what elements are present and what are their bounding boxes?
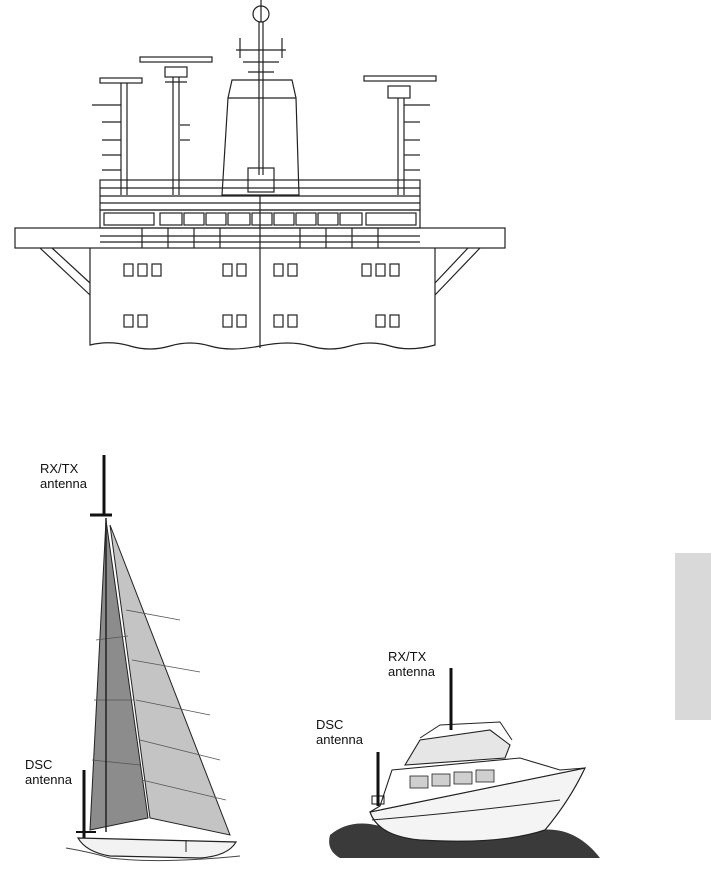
- sailboat-rxtx-label: RX/TX antenna: [40, 461, 87, 491]
- ship-left-radar-mast: [140, 57, 212, 195]
- sailboat-hull: [78, 838, 236, 858]
- side-tab: [675, 553, 711, 720]
- motorboat-rxtx-label: RX/TX antenna: [388, 649, 435, 679]
- ship-center-mast: [236, 0, 286, 175]
- sailboat-dsc-label: DSC antenna: [25, 757, 72, 787]
- motorboat-dsc-label: DSC antenna: [316, 717, 363, 747]
- ship-funnel: [222, 80, 299, 195]
- motorboat-illustration: [329, 668, 600, 858]
- motorboat-flybridge: [405, 730, 510, 765]
- ship-right-radar-mast: [364, 76, 436, 195]
- sailboat-illustration: [66, 455, 240, 861]
- ship-far-left-mast: [92, 78, 142, 195]
- ship-hull: [40, 195, 480, 349]
